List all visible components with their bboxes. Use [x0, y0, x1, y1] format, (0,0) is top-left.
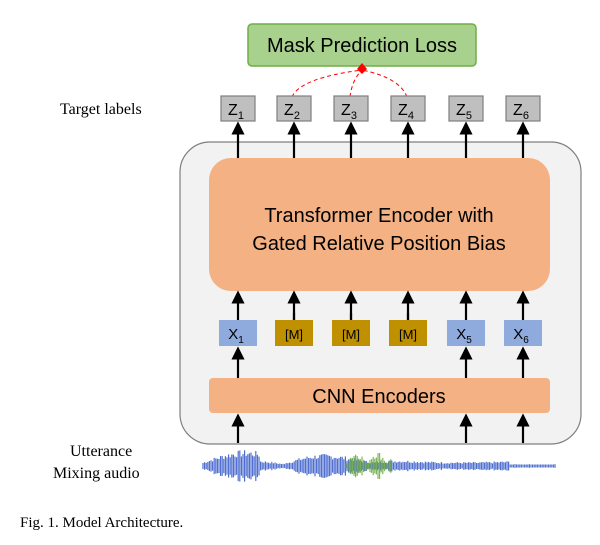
input-token-boxes: X1 [M] [M] [M] X5 X6: [219, 320, 542, 346]
target-box-3: Z3: [333, 95, 369, 122]
input-token-5: X5: [447, 320, 485, 346]
loss-connector-diamond: [357, 63, 367, 74]
mask-token-2: [M]: [275, 320, 313, 346]
input-token-1: X1: [219, 320, 257, 346]
target-box-6: Z6: [505, 95, 541, 122]
target-label-2: Z2: [284, 102, 300, 122]
input-label-3: [M]: [342, 327, 360, 342]
mask-prediction-loss-box: Mask Prediction Loss: [247, 23, 477, 67]
input-token-6: X6: [504, 320, 542, 346]
cnn-encoder-box: CNN Encoders: [209, 378, 550, 413]
target-box-4: Z4: [390, 95, 426, 122]
cnn-label: CNN Encoders: [312, 386, 445, 408]
input-label-4: [M]: [399, 327, 417, 342]
target-label-1: Z1: [228, 102, 244, 122]
mixing-audio-text: Mixing audio: [53, 465, 140, 482]
input-label-1: X1: [228, 326, 244, 346]
target-label-5: Z5: [456, 102, 472, 122]
target-label-6: Z6: [513, 102, 529, 122]
target-label-boxes: Z1 Z2 Z3 Z4 Z5 Z6: [220, 95, 541, 122]
target-label-4: Z4: [398, 102, 414, 122]
audio-waveform: [202, 450, 556, 482]
loss-label: Mask Prediction Loss: [267, 35, 457, 57]
utterance-text: Utterance: [70, 443, 132, 460]
target-box-2: Z2: [276, 95, 312, 122]
mask-token-3: [M]: [332, 320, 370, 346]
target-box-1: Z1: [220, 95, 256, 122]
input-label-2: [M]: [285, 327, 303, 342]
transformer-line2: Gated Relative Position Bias: [252, 233, 505, 255]
target-label-3: Z3: [341, 102, 357, 122]
target-labels-text: Target labels: [60, 101, 142, 118]
transformer-encoder-box: Transformer Encoder with Gated Relative …: [209, 158, 550, 291]
loss-dashed-links: [291, 69, 408, 98]
mask-token-4: [M]: [389, 320, 427, 346]
flow-arrows: [231, 121, 530, 443]
input-label-5: X5: [456, 326, 472, 346]
input-label-6: X6: [513, 326, 529, 346]
figure-caption: Fig. 1. Model Architecture.: [20, 515, 183, 531]
target-box-5: Z5: [448, 95, 484, 122]
transformer-line1: Transformer Encoder with: [264, 205, 493, 227]
